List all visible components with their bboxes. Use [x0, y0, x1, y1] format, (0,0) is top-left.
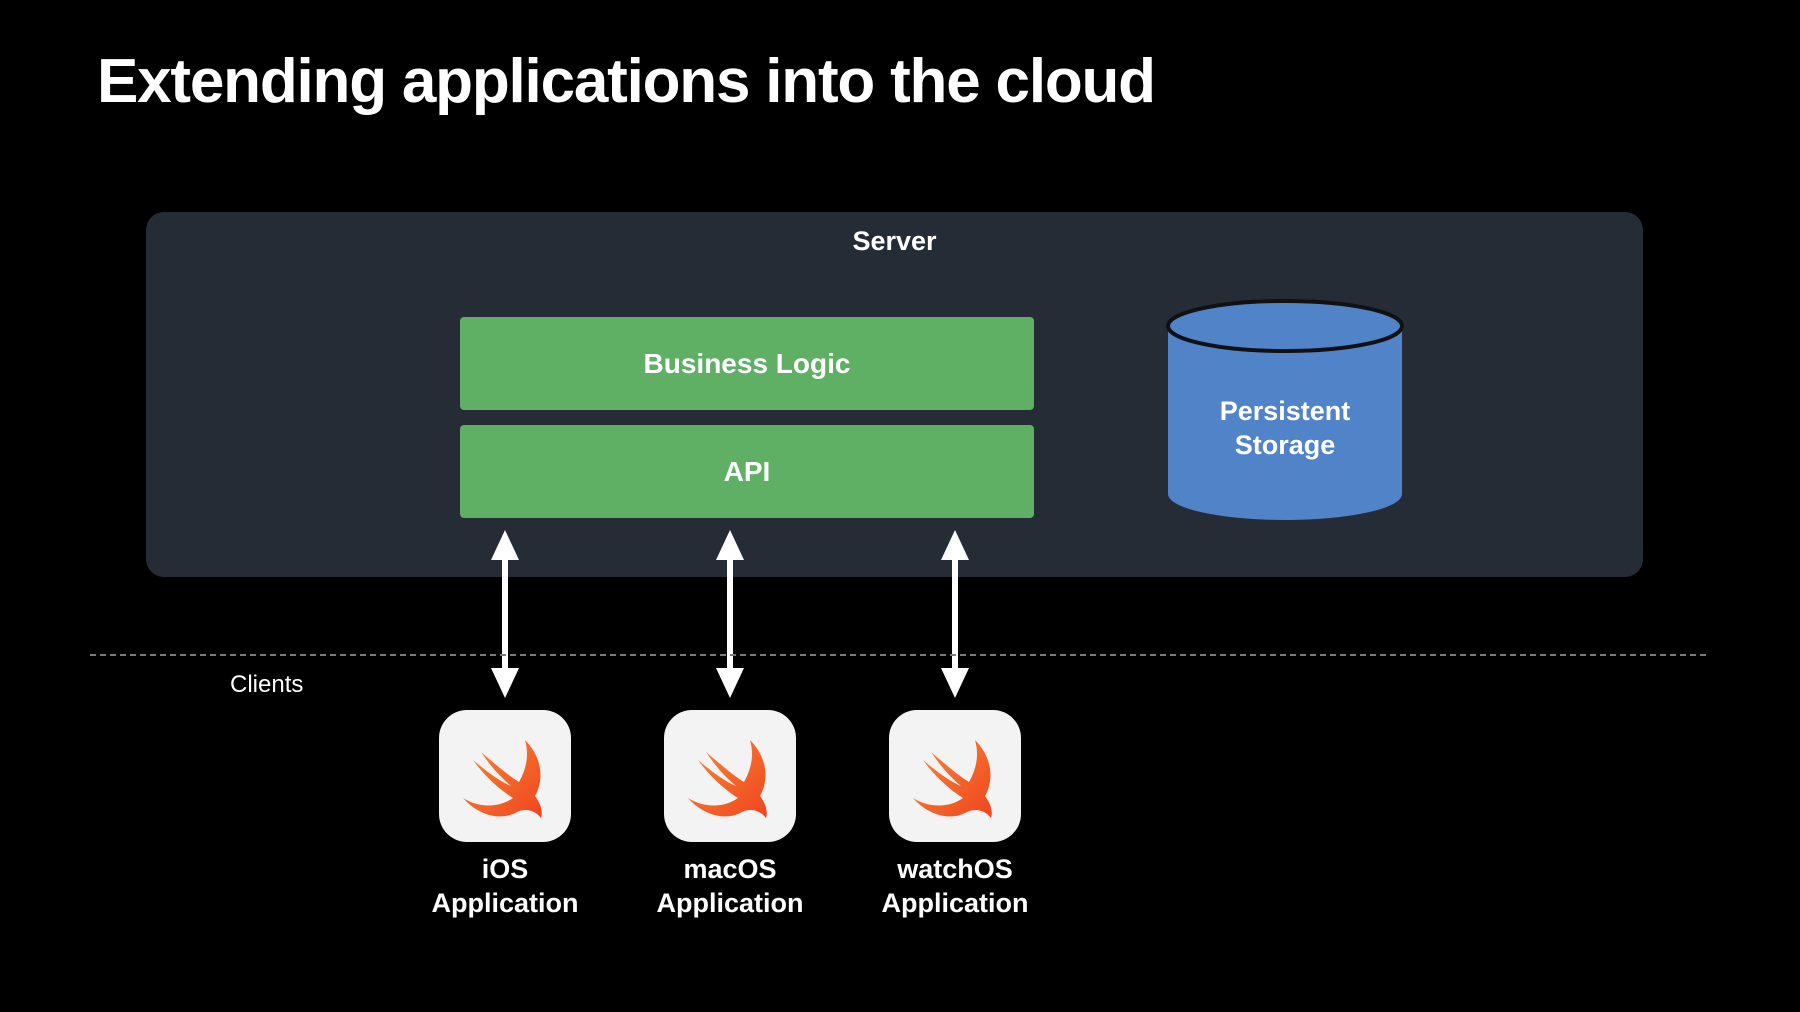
clients-label: Clients [230, 671, 304, 698]
swift-icon [688, 740, 767, 818]
server-label: Server [852, 226, 937, 256]
double-arrow-icon [716, 530, 744, 698]
persistent-storage-label: Persistent Storage [1165, 394, 1405, 462]
persistent-storage-cylinder: Persistent Storage [1165, 298, 1405, 524]
app-label-line1: watchOS [897, 854, 1013, 884]
api-label: API [723, 455, 771, 487]
storage-label-line1: Persistent [1219, 396, 1351, 426]
double-arrow-icon [941, 530, 969, 698]
slide-title: Extending applications into the cloud [97, 47, 1156, 116]
ios-app-label: iOS Application [395, 852, 615, 920]
storage-label-line2: Storage [1234, 430, 1336, 460]
app-label-line2: Application [881, 888, 1029, 918]
ios-app-tile [439, 710, 571, 842]
swift-icon [463, 740, 542, 818]
app-label-line2: Application [431, 888, 579, 918]
app-label-line1: macOS [683, 854, 777, 884]
api-box: API [460, 425, 1034, 518]
business-logic-label: Business Logic [643, 347, 851, 379]
macos-app-tile [664, 710, 796, 842]
double-arrow-icon [491, 530, 519, 698]
server-client-divider [90, 654, 1706, 656]
swift-icon [913, 740, 992, 818]
watchos-app-tile [889, 710, 1021, 842]
macos-app-label: macOS Application [620, 852, 840, 920]
app-label-line1: iOS [481, 854, 529, 884]
watchos-app-label: watchOS Application [845, 852, 1065, 920]
business-logic-box: Business Logic [460, 317, 1034, 410]
database-icon [1166, 299, 1404, 520]
app-label-line2: Application [656, 888, 804, 918]
